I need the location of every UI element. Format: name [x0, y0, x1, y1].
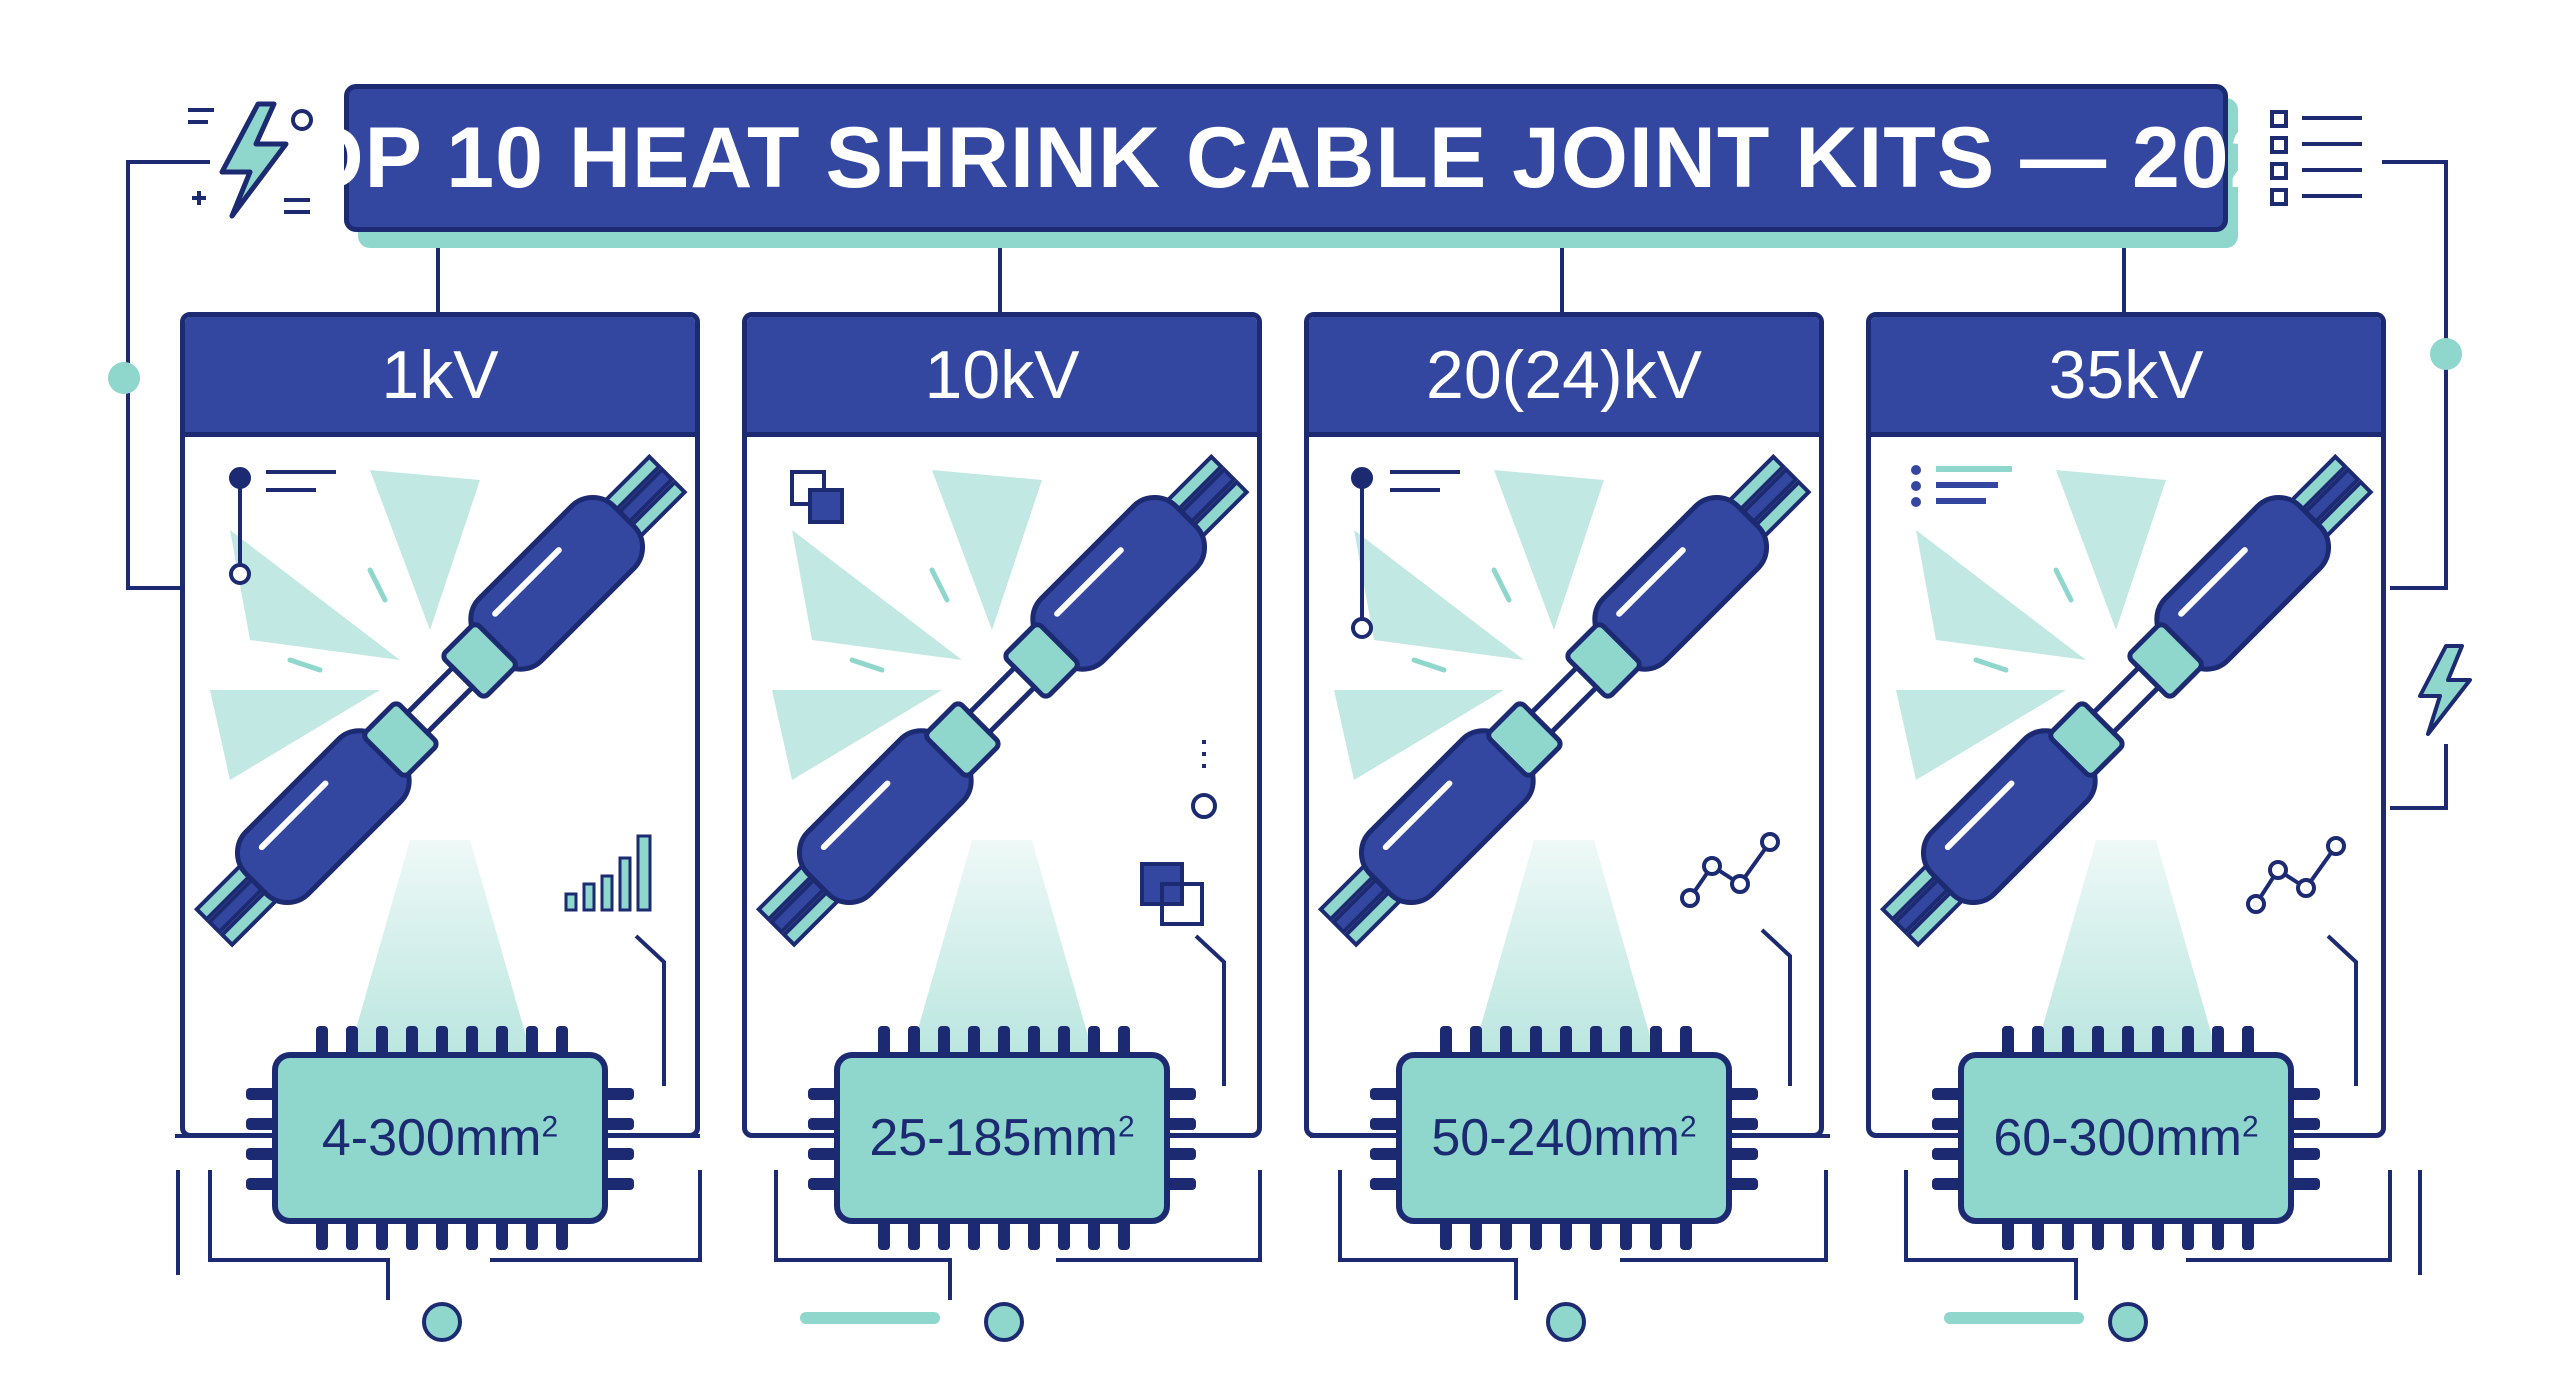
cross-section-label: 60-300mm2: [1993, 1109, 2259, 1167]
cross-section-label: 4-300mm2: [321, 1109, 559, 1167]
cross-section-label: 25-185mm2: [869, 1109, 1135, 1167]
joint-icon: [1307, 443, 1822, 1120]
cross-section-chip: 25-185mm2: [834, 1052, 1170, 1224]
cross-section-chip: 50-240mm2: [1396, 1052, 1732, 1224]
voltage-label: 10kV: [924, 336, 1080, 413]
joint-icon: [745, 443, 1260, 1120]
panel-header: 20(24)kV: [1309, 317, 1819, 437]
cross-section-chip: 4-300mm2: [272, 1052, 608, 1224]
joint-icon: [183, 443, 698, 1120]
cross-section-chip: 60-300mm2: [1958, 1052, 2294, 1224]
joint-icon: [1869, 443, 2384, 1120]
bar-chart-icon: [564, 834, 652, 912]
voltage-label: 20(24)kV: [1426, 336, 1702, 413]
panel-header: 10kV: [747, 317, 1257, 437]
list-icon: [2270, 110, 2362, 206]
lightning-icon: [2418, 644, 2472, 736]
voltage-label: 35kV: [2048, 336, 2204, 413]
panel-header: 1kV: [185, 317, 695, 437]
page-title: TOP 10 HEAT SHRINK CABLE JOINT KITS — 20…: [244, 109, 2328, 206]
voltage-label: 1kV: [381, 336, 499, 413]
title-banner: TOP 10 HEAT SHRINK CABLE JOINT KITS — 20…: [245, 84, 2326, 232]
panel-header: 35kV: [1871, 317, 2381, 437]
cross-section-label: 50-240mm2: [1431, 1109, 1697, 1167]
lightning-icon: [188, 101, 313, 219]
list-icon: [1911, 465, 2012, 507]
